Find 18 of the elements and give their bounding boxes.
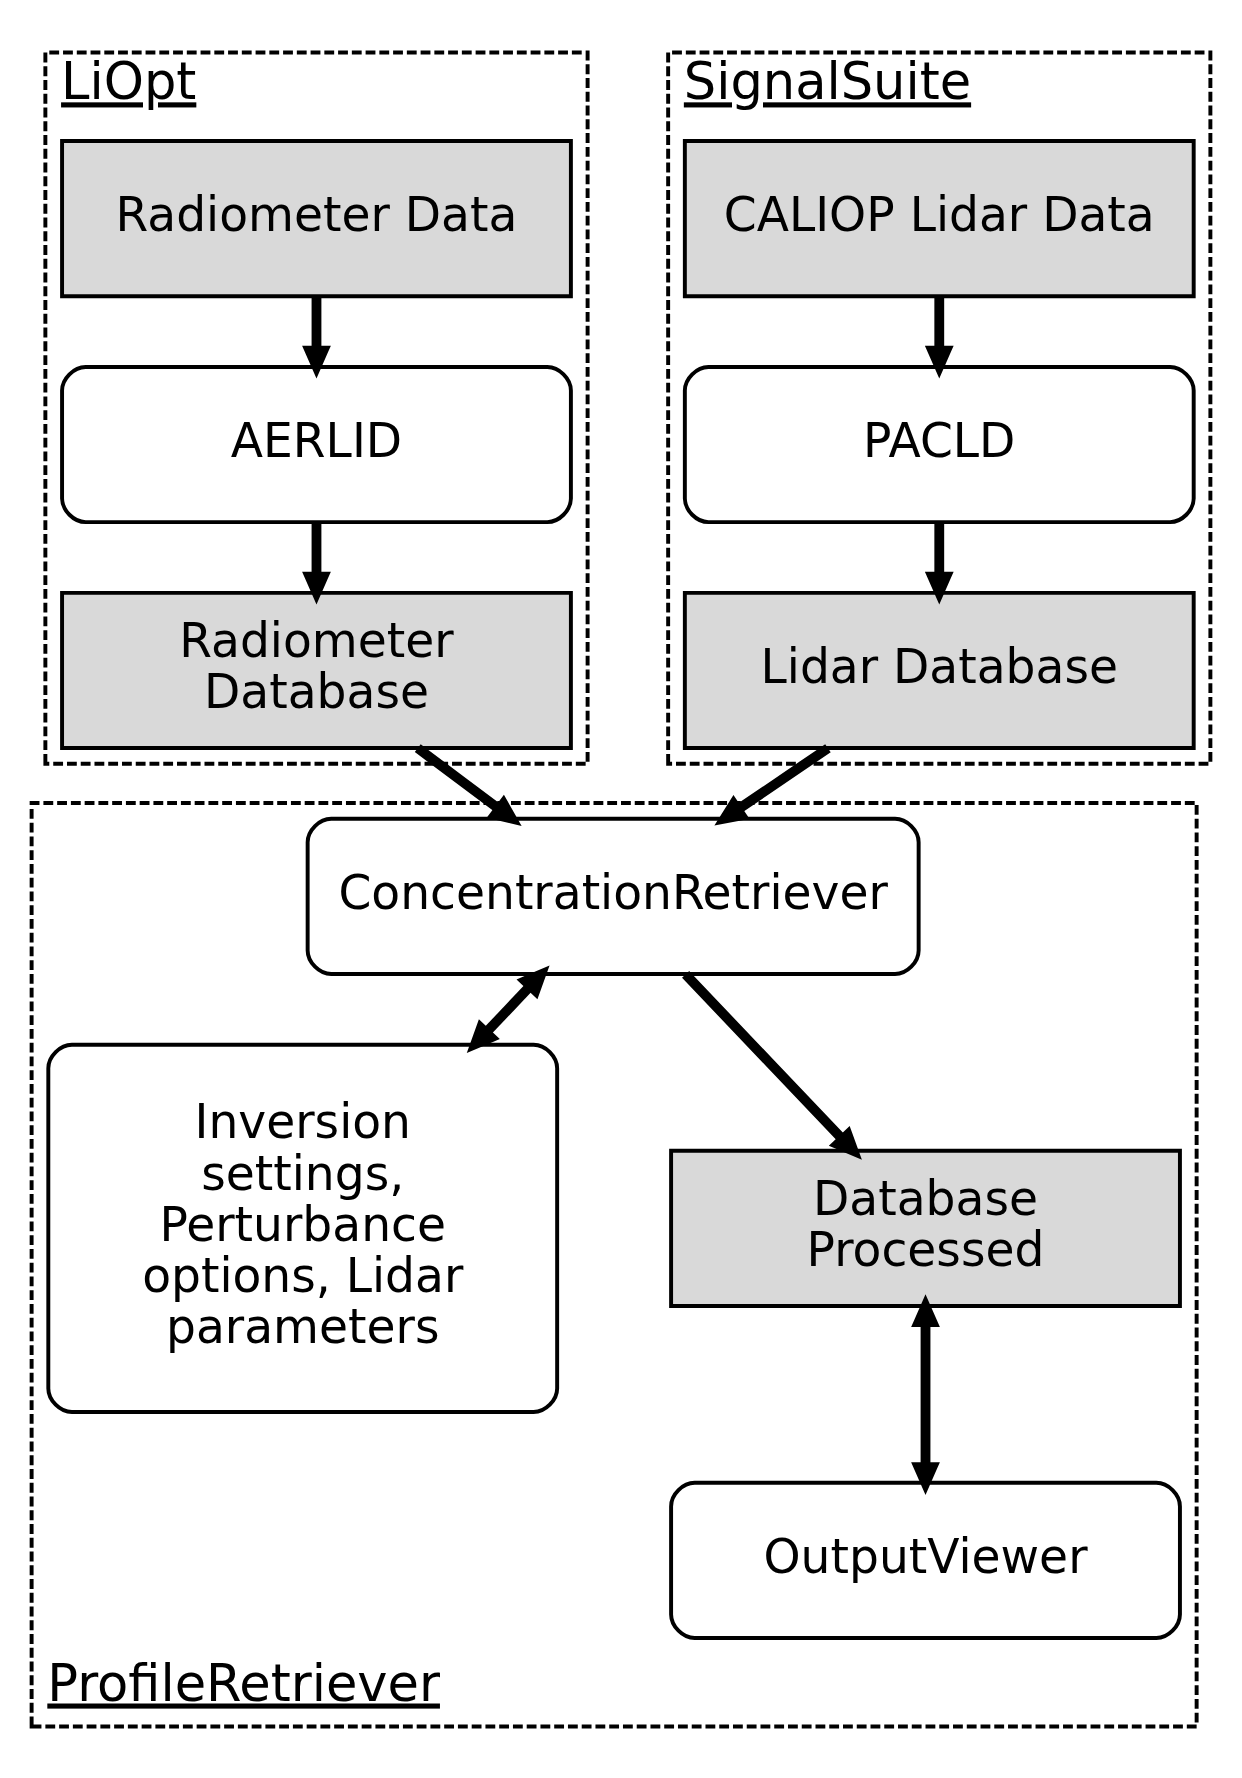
arrow (682, 970, 862, 1160)
arrow (466, 965, 550, 1053)
node-box: PACLD (682, 364, 1196, 524)
arrow (714, 743, 831, 825)
node-box: ConcentrationRetriever (305, 816, 921, 976)
node-box: CALIOP Lidar Data (682, 138, 1196, 298)
node-box: OutputViewer (669, 1480, 1182, 1640)
arrow (924, 295, 954, 379)
node-box: Inversion settings, Perturbance options, Lidar parameters (46, 1042, 560, 1414)
node-box: AERLID (60, 364, 573, 524)
node-box: Radiometer Database (60, 590, 573, 750)
arrow (911, 1293, 940, 1495)
arrow (302, 521, 331, 605)
node-box: Database Processed (669, 1148, 1182, 1308)
arrow (302, 295, 331, 379)
node-box: Lidar Database (682, 590, 1196, 750)
node-box: Radiometer Data (60, 138, 573, 298)
arrow (924, 521, 954, 605)
